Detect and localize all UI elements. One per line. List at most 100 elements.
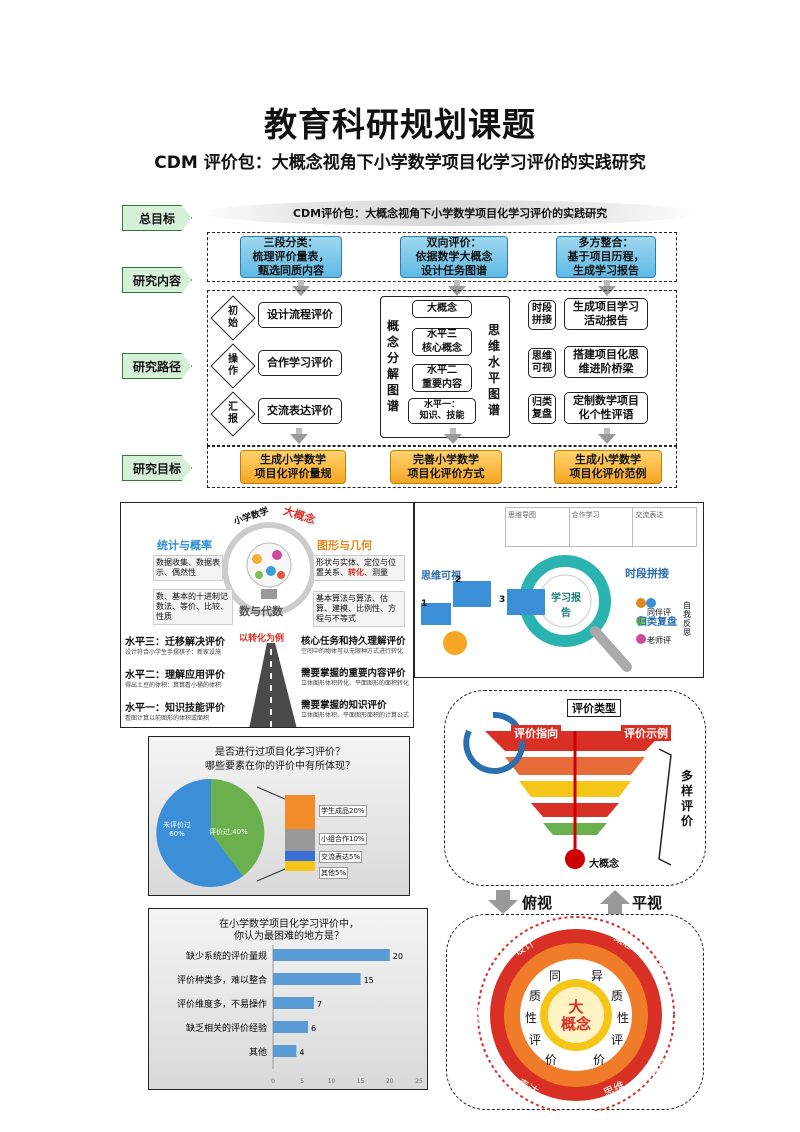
level-right-note: 立体图形体积转化、平面图形的面积转化 xyxy=(301,680,410,687)
thinking-level-vertical: 思维水平图谱 xyxy=(487,323,500,417)
goal-banner: CDM评价包：大概念视角下小学数学项目化学习评价的实践研究 xyxy=(200,200,700,226)
bar xyxy=(273,949,390,961)
ring-inner-char: 同 xyxy=(549,969,562,983)
content-row-frame xyxy=(207,232,677,282)
levels-right: 核心任务和持久理解评价 空间中的物体可以无限种方式进行转化 需要掌握的重要内容评… xyxy=(301,633,413,721)
bar-tick-label: 10 xyxy=(328,1078,336,1085)
report-table: 思维导图 合作学习 交流表达 xyxy=(505,507,697,547)
path-row-frame xyxy=(207,290,677,446)
level-right-head: 核心任务和持久理解评价 xyxy=(301,636,406,647)
report-table-header: 交流表达 xyxy=(635,511,664,519)
diamond-start: 初始 xyxy=(210,295,256,341)
legend-item: 小组合作10% xyxy=(319,833,367,845)
concept-decomp-vertical: 概念分解图谱 xyxy=(386,319,399,413)
arrow-down-icon xyxy=(444,428,462,444)
rings-center: 大 概念 xyxy=(560,998,591,1033)
learning-report-center: 学习报告 xyxy=(551,593,581,619)
bar-category-label: 缺少系统的评价量规 xyxy=(186,950,267,962)
ring-inner-char: 异 xyxy=(591,969,604,983)
thinking-bridge-box: 搭建项目化思 维进阶桥梁 xyxy=(564,346,648,378)
ring-inner-char: 评 xyxy=(529,1033,542,1047)
coop-learning-eval: 合作学习评价 xyxy=(258,350,342,376)
bar-value-label: 4 xyxy=(299,1048,304,1057)
report-table-header: 思维导图 xyxy=(506,508,570,546)
teacher-eval: 老师评 xyxy=(647,636,671,645)
diamond-operate: 操作 xyxy=(210,343,256,389)
eval-example-label: 评价示例 xyxy=(621,725,671,741)
arrow-down-icon xyxy=(448,280,466,296)
ring-inner-char: 性 xyxy=(617,1011,630,1025)
self-reflect: 自我反思 xyxy=(683,601,691,637)
level-left-head: 水平一：知识技能评价 xyxy=(125,703,225,714)
level3-box: 水平三 核心概念 xyxy=(412,328,472,356)
arrow-up-icon xyxy=(598,890,632,914)
diamond-report: 汇报 xyxy=(210,391,256,437)
ring-inner-char: 质 xyxy=(611,989,624,1003)
funnel-panel: 评价类型 评价指向 评价示例 多样评价 大概念 xyxy=(444,690,706,886)
ring-inner-char: 质 xyxy=(529,989,542,1003)
level-left-note: 看图计算以前图形的体积或面积 xyxy=(125,715,210,722)
big-concept-bottom: 大概念 xyxy=(589,859,619,870)
tag-research-goal: 研究目标 xyxy=(122,455,192,481)
bar xyxy=(273,997,314,1009)
level-left-note: 设计符合小学生手摆棋子：新家设施 xyxy=(125,649,222,656)
classify-review-label: 归类复盘 xyxy=(528,394,556,424)
activity-report-box: 生成项目学习 活动报告 xyxy=(564,298,648,330)
rings-panel: 大 概念 同 异 质 性 评 价 质 性 评 价 设计 概念 分解 合作 表达 … xyxy=(446,914,704,1111)
bar-category-label: 其他 xyxy=(249,1046,267,1058)
overlook-label: 俯视 xyxy=(522,894,553,912)
big-concept-panel: 小学数学 大概念 统计与概率 数据收集、数据表示、偶然性 图形与几何 形状与实体… xyxy=(120,502,414,728)
report-table-header: 合作学习 xyxy=(570,508,634,546)
eval-type-label: 评价类型 xyxy=(567,699,621,717)
level-right-note: 空间中的物体可以无限种方式进行转化 xyxy=(301,648,404,655)
content-box-3: 多方整合：基于项目历程，生成学习报告 xyxy=(556,236,656,278)
level-right-head: 需要掌握的重要内容评价 xyxy=(301,668,406,679)
pie-slice-a: 未评价过 60% xyxy=(163,821,191,838)
arrow-down-icon xyxy=(292,280,310,296)
arrow-down-icon xyxy=(290,428,308,444)
pie-panel: 是否进行过项目化学习评价？ 哪些要素在你的评价中有所体现？ 未评价过 60% 评… xyxy=(148,736,410,896)
funnel-graphic xyxy=(463,711,672,869)
bar-category-label: 评价种类多，难以整合 xyxy=(177,974,267,986)
rings-graphic xyxy=(477,916,675,1111)
bar-title-b: 你认为最困难的地方是？ xyxy=(234,931,344,942)
goal-box-3: 生成小学数学 项目化评价范例 xyxy=(554,450,662,484)
step-3: 3 xyxy=(499,595,506,605)
big-concept-box: 大概念 xyxy=(412,300,472,318)
ring-inner-char: 性 xyxy=(525,1011,538,1025)
bar-category-label: 评价维度多，不易操作 xyxy=(177,998,267,1010)
document-subtitle: CDM 评价包：大概念视角下小学数学项目化学习评价的实践研究 xyxy=(154,153,646,173)
step-1: 1 xyxy=(421,599,428,609)
level-left-head: 水平二：理解应用评价 xyxy=(125,670,225,681)
numbers-text: 数、基本的十进制记数法、等价、比较、性质 xyxy=(153,589,233,625)
arrow-down-icon xyxy=(598,280,616,296)
stats-text: 数据收集、数据表示、偶然性 xyxy=(153,555,223,581)
legend-item: 学生成品20% xyxy=(319,805,367,817)
geometry-text: 形状与实体、定位与位置关系、转化、测量 xyxy=(313,555,405,581)
tag-research-path: 研究路径 xyxy=(122,353,192,379)
bar-value-label: 20 xyxy=(393,952,403,961)
pie-slice-b: 评价过,40% xyxy=(209,828,248,836)
tag-overall-goal: 总目标 xyxy=(122,205,192,231)
bar-tick-label: 0 xyxy=(271,1078,275,1085)
numbers-head: 数与代数 xyxy=(239,605,283,618)
bar xyxy=(273,1045,297,1057)
legend-item: 交流表达5% xyxy=(319,851,363,863)
level-left-note: 得出土豆的体积：算算看小桶的体积 xyxy=(125,682,222,689)
learning-report-panel: 思维导图 合作学习 交流表达 思维可视 学习报告 时段拼接 同伴评 自我反思 归… xyxy=(414,502,704,678)
bar-value-label: 7 xyxy=(317,1000,322,1009)
stats-head: 统计与概率 xyxy=(157,539,212,552)
communication-eval: 交流表达评价 xyxy=(258,398,342,424)
bar-tick-label: 20 xyxy=(386,1078,394,1085)
ring-inner-char: 价 xyxy=(545,1053,558,1067)
personal-comment-box: 定制数学项目 化个性评语 xyxy=(564,392,648,424)
levels-left: 水平三：迁移解决评价 设计符合小学生手摆棋子：新家设施 水平二：理解应用评价 得… xyxy=(125,633,245,724)
tag-research-content: 研究内容 xyxy=(122,267,192,293)
level-right-head: 需要掌握的知识评价 xyxy=(301,700,387,711)
diverse-eval-vertical: 多样评价 xyxy=(680,769,693,828)
classify-review-text: 归类复盘 xyxy=(637,617,677,628)
goal-box-2: 完善小学数学 项目化评价方式 xyxy=(390,450,502,484)
pie-title-b: 哪些要素在你的评价中有所体现？ xyxy=(205,761,355,772)
